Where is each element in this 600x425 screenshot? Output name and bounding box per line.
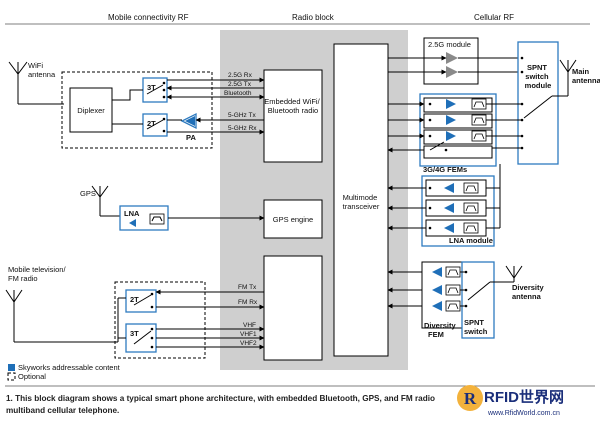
fem-filter-2-curve <box>473 133 485 140</box>
legend-optional-swatch <box>7 372 16 381</box>
div-filter-1-curve <box>447 287 459 294</box>
signal-5ghz-rx: 5-GHz Rx <box>228 125 257 132</box>
rfid-world-watermark: R RFID世界网 www.RfidWorld.com.cn <box>457 385 564 417</box>
signal-2-5g-rx: 2.5G Rx <box>228 72 253 79</box>
fem-sw-arm <box>429 141 445 151</box>
header-cellular-rf: Cellular RF <box>474 13 514 22</box>
fm-mobile-tv-radio <box>263 255 323 361</box>
lna-module-label: LNA module <box>449 236 493 245</box>
fem-filter-0 <box>471 98 487 110</box>
signal-fm-tx: FM Tx <box>238 284 257 291</box>
lna-amp-0 <box>444 183 454 193</box>
tv-3t-label: 3T <box>130 329 139 338</box>
fem-filter-1 <box>471 114 487 126</box>
wifi-2t-label: 2T <box>147 119 156 128</box>
lna-filter-2-curve <box>465 225 477 232</box>
wifi-3t-label: 3T <box>147 83 156 92</box>
signal-fm-rx: FM Rx <box>238 299 258 306</box>
gps-engine-label: GPS engine <box>273 215 313 224</box>
legend-optional-label: Optional <box>18 372 46 381</box>
multimode-transceiver <box>333 43 389 357</box>
module-2-5g-label: 2.5G module <box>428 40 471 49</box>
diplexer <box>69 87 113 133</box>
signal-bluetooth: Bluetooth <box>224 90 252 97</box>
diversity-antenna-label: Diversity antenna <box>512 283 546 301</box>
signal-2-5g-tx: 2.5G Tx <box>228 81 252 88</box>
div-filter-2 <box>445 300 461 312</box>
fem-sw-dot-1 <box>428 118 432 122</box>
spnt-switch-module-label: SPNT switch module <box>525 63 552 90</box>
pa-label: PA <box>186 133 196 142</box>
lna-filter-1-curve <box>465 205 477 212</box>
fem-amp-0 <box>446 99 456 109</box>
legend-skyworks-label: Skyworks addressable content <box>18 363 121 372</box>
spnt-switch-module <box>517 41 559 165</box>
legend-skyworks-swatch <box>8 364 15 371</box>
fem-filter-1-curve <box>473 117 485 124</box>
diversity-fem-label: Diversity FEM <box>424 321 458 339</box>
div-filter-2-curve <box>447 303 459 310</box>
fem-filter-0-curve <box>473 101 485 108</box>
optional-tv-frontend <box>114 281 206 359</box>
gps-engine <box>263 199 323 239</box>
lna-filter-2 <box>463 222 479 234</box>
fem-sw-dot-0 <box>428 102 432 106</box>
lna-dot-0 <box>428 186 432 190</box>
wifi-antenna-icon <box>8 61 28 104</box>
mobile-tv-label: Mobile television/ FM radio <box>8 265 68 283</box>
div-amp-2 <box>432 301 442 311</box>
wifi-antenna-label: WiFi antenna <box>28 61 56 79</box>
signal-vhf: VHF <box>243 322 256 329</box>
signal-vhf1: VHF1 <box>240 331 257 338</box>
fems-label: 3G/4G FEMs <box>423 165 467 174</box>
lna-label: LNA <box>124 209 140 218</box>
embedded-wifi-bluetooth-radio <box>263 69 323 163</box>
div-amp-0 <box>432 267 442 277</box>
signal-5ghz-tx: 5-GHz Tx <box>228 112 256 119</box>
svg-text:R: R <box>464 389 477 408</box>
gps-antenna-icon <box>91 185 109 216</box>
div-filter-0 <box>445 266 461 278</box>
optional-wifi-frontend <box>61 71 213 149</box>
header-radio-block: Radio block <box>292 13 335 22</box>
fem-filter-2 <box>471 130 487 142</box>
diversity-antenna-icon <box>490 265 523 283</box>
fem-amp-1 <box>446 115 456 125</box>
lna-filter-1 <box>463 202 479 214</box>
multimode-transceiver-label: Multimode transceiver <box>343 193 380 211</box>
lna-amp-1 <box>444 203 454 213</box>
signal-vhf2: VHF2 <box>240 340 257 347</box>
spnt-switch-label: SPNT switch <box>464 318 488 336</box>
caption-line-2: multiband cellular telephone. <box>6 406 119 415</box>
watermark-logo: RFID世界网 <box>484 388 564 406</box>
fem-sw-dot-2 <box>428 134 432 138</box>
lna-filter-0-curve <box>465 185 477 192</box>
lna-dot-1 <box>428 206 432 210</box>
main-antenna-icon <box>552 59 577 97</box>
tv-2t-label: 2T <box>130 295 139 304</box>
lna-filter-0 <box>463 182 479 194</box>
main-antenna-label: Main antenna <box>572 67 600 85</box>
mobile-tv-antenna-icon <box>5 289 23 342</box>
div-filter-0-curve <box>447 269 459 276</box>
div-filter-1 <box>445 284 461 296</box>
diplexer-label: Diplexer <box>77 106 105 115</box>
embedded-wifi-label: Embedded WiFi/ Bluetooth radio <box>264 97 322 115</box>
cellular-generated-marks <box>387 98 522 312</box>
lna-dot-2 <box>428 226 432 230</box>
header-mobile-connectivity: Mobile connectivity RF <box>108 13 189 22</box>
gps-label: GPS <box>80 189 96 198</box>
caption-line-1: 1. This block diagram shows a typical sm… <box>6 394 435 403</box>
lna-amp-2 <box>444 223 454 233</box>
watermark-url: www.RfidWorld.com.cn <box>487 410 560 417</box>
div-amp-1 <box>432 285 442 295</box>
fem-sw-dot-3 <box>444 148 448 152</box>
fem-amp-2 <box>446 131 456 141</box>
